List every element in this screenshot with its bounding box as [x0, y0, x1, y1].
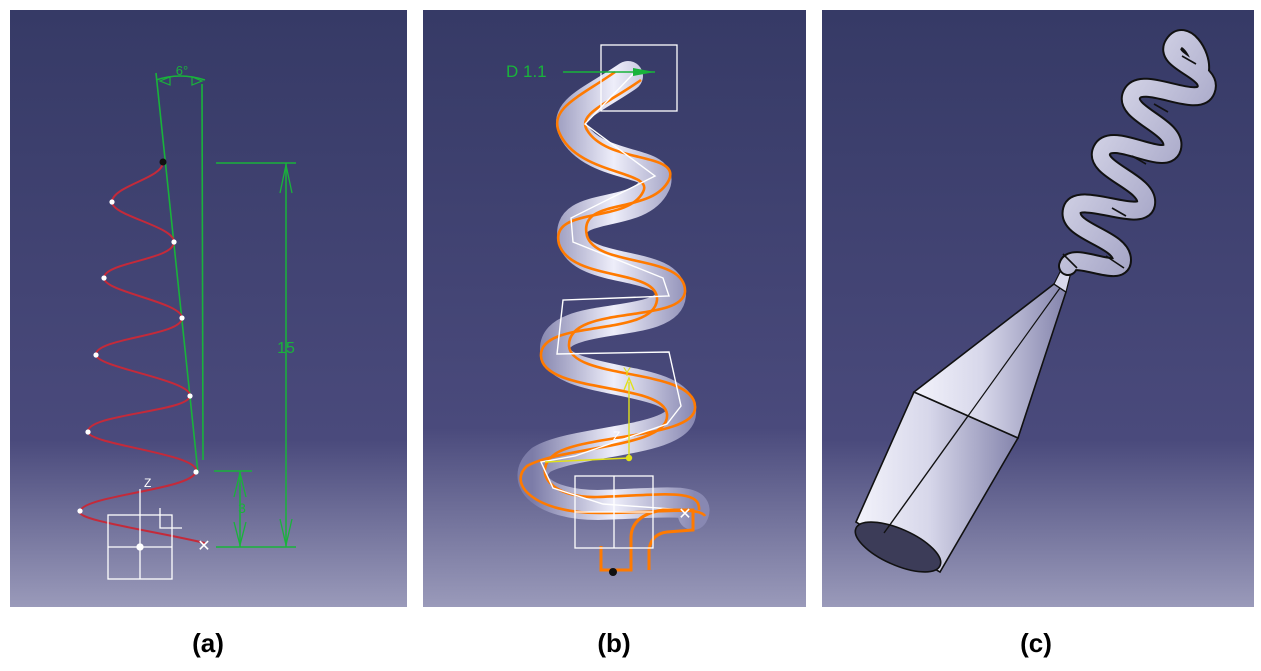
panel-a-helix-sketch: 6° 15 3	[10, 10, 407, 607]
axis-z-label: Z	[144, 476, 151, 490]
axis-system-glyph-b	[574, 475, 654, 549]
selection-box	[600, 44, 678, 112]
height-dimension: 15	[216, 162, 296, 548]
tube-edge-highlight-right	[543, 78, 701, 511]
helix-profile-points	[77, 199, 199, 514]
cone-neck	[912, 263, 1073, 440]
panel-c-canvas	[822, 10, 1254, 607]
caption-c: (c)	[1020, 628, 1052, 658]
curve-start-marker: ✕	[197, 538, 210, 555]
pitch-dimension: 3	[214, 470, 252, 548]
cylinder-body	[854, 390, 1020, 574]
panel-a-background	[10, 10, 407, 607]
panel-b-swept-helix: D 1.1 Y Z ✕	[423, 10, 806, 607]
sweep-start-marker: ✕	[678, 506, 691, 523]
panel-a-canvas: 6° 15 3	[10, 10, 407, 607]
axis-reference-line	[201, 83, 204, 461]
panel-c-final-part	[822, 10, 1254, 607]
axis-y-label: Y	[623, 365, 631, 379]
helical-coil	[1058, 29, 1217, 278]
panel-b-canvas: D 1.1 Y Z ✕	[423, 10, 806, 607]
caption-a: (a)	[192, 628, 224, 658]
taper-line	[155, 72, 199, 474]
tube-end-piece	[599, 508, 695, 576]
pitch-dimension-label: 3	[238, 500, 246, 516]
caption-b: (b)	[597, 628, 631, 658]
axis-system-glyph	[107, 489, 182, 580]
yellow-axis-indicator	[544, 376, 635, 463]
axis-z-label-b: Z	[613, 429, 620, 443]
angle-dimension-label: 6°	[176, 63, 188, 78]
tube-edge-highlight-left	[519, 70, 707, 517]
helix-centerline	[539, 73, 686, 511]
angle-dimension: 6°	[155, 63, 206, 86]
curve-end-point	[159, 158, 167, 166]
height-dimension-label: 15	[277, 340, 295, 357]
dimension-label: D 1.1	[506, 62, 547, 81]
dimension-arrow	[633, 68, 655, 76]
